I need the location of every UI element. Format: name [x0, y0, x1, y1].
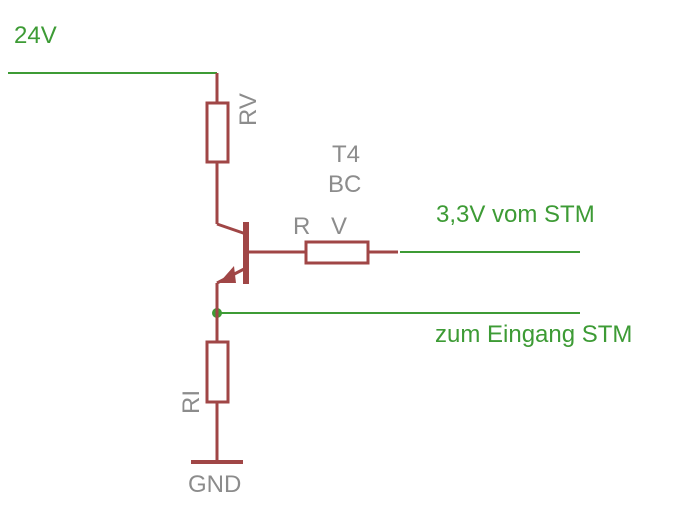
- label-rv: RV: [235, 93, 262, 126]
- label-t4-value: BC: [328, 171, 361, 198]
- label-output-net: zum Eingang STM: [435, 321, 632, 348]
- label-t4-name: T4: [332, 141, 360, 168]
- label-ri: RI: [178, 390, 205, 414]
- label-rbase-name: R: [293, 213, 310, 240]
- t4-emitter-arrow: [219, 266, 236, 283]
- components: [191, 73, 398, 464]
- label-24v: 24V: [14, 22, 57, 49]
- resistor-ri: [205, 340, 230, 404]
- t4-collector: [216, 222, 247, 236]
- label-rbase-value: V: [331, 213, 347, 240]
- resistor-rv: [205, 101, 230, 164]
- wires: [8, 72, 580, 314]
- label-gnd: GND: [188, 471, 241, 498]
- resistor-rbase: [304, 240, 370, 265]
- label-input-net: 3,3V vom STM: [436, 201, 595, 228]
